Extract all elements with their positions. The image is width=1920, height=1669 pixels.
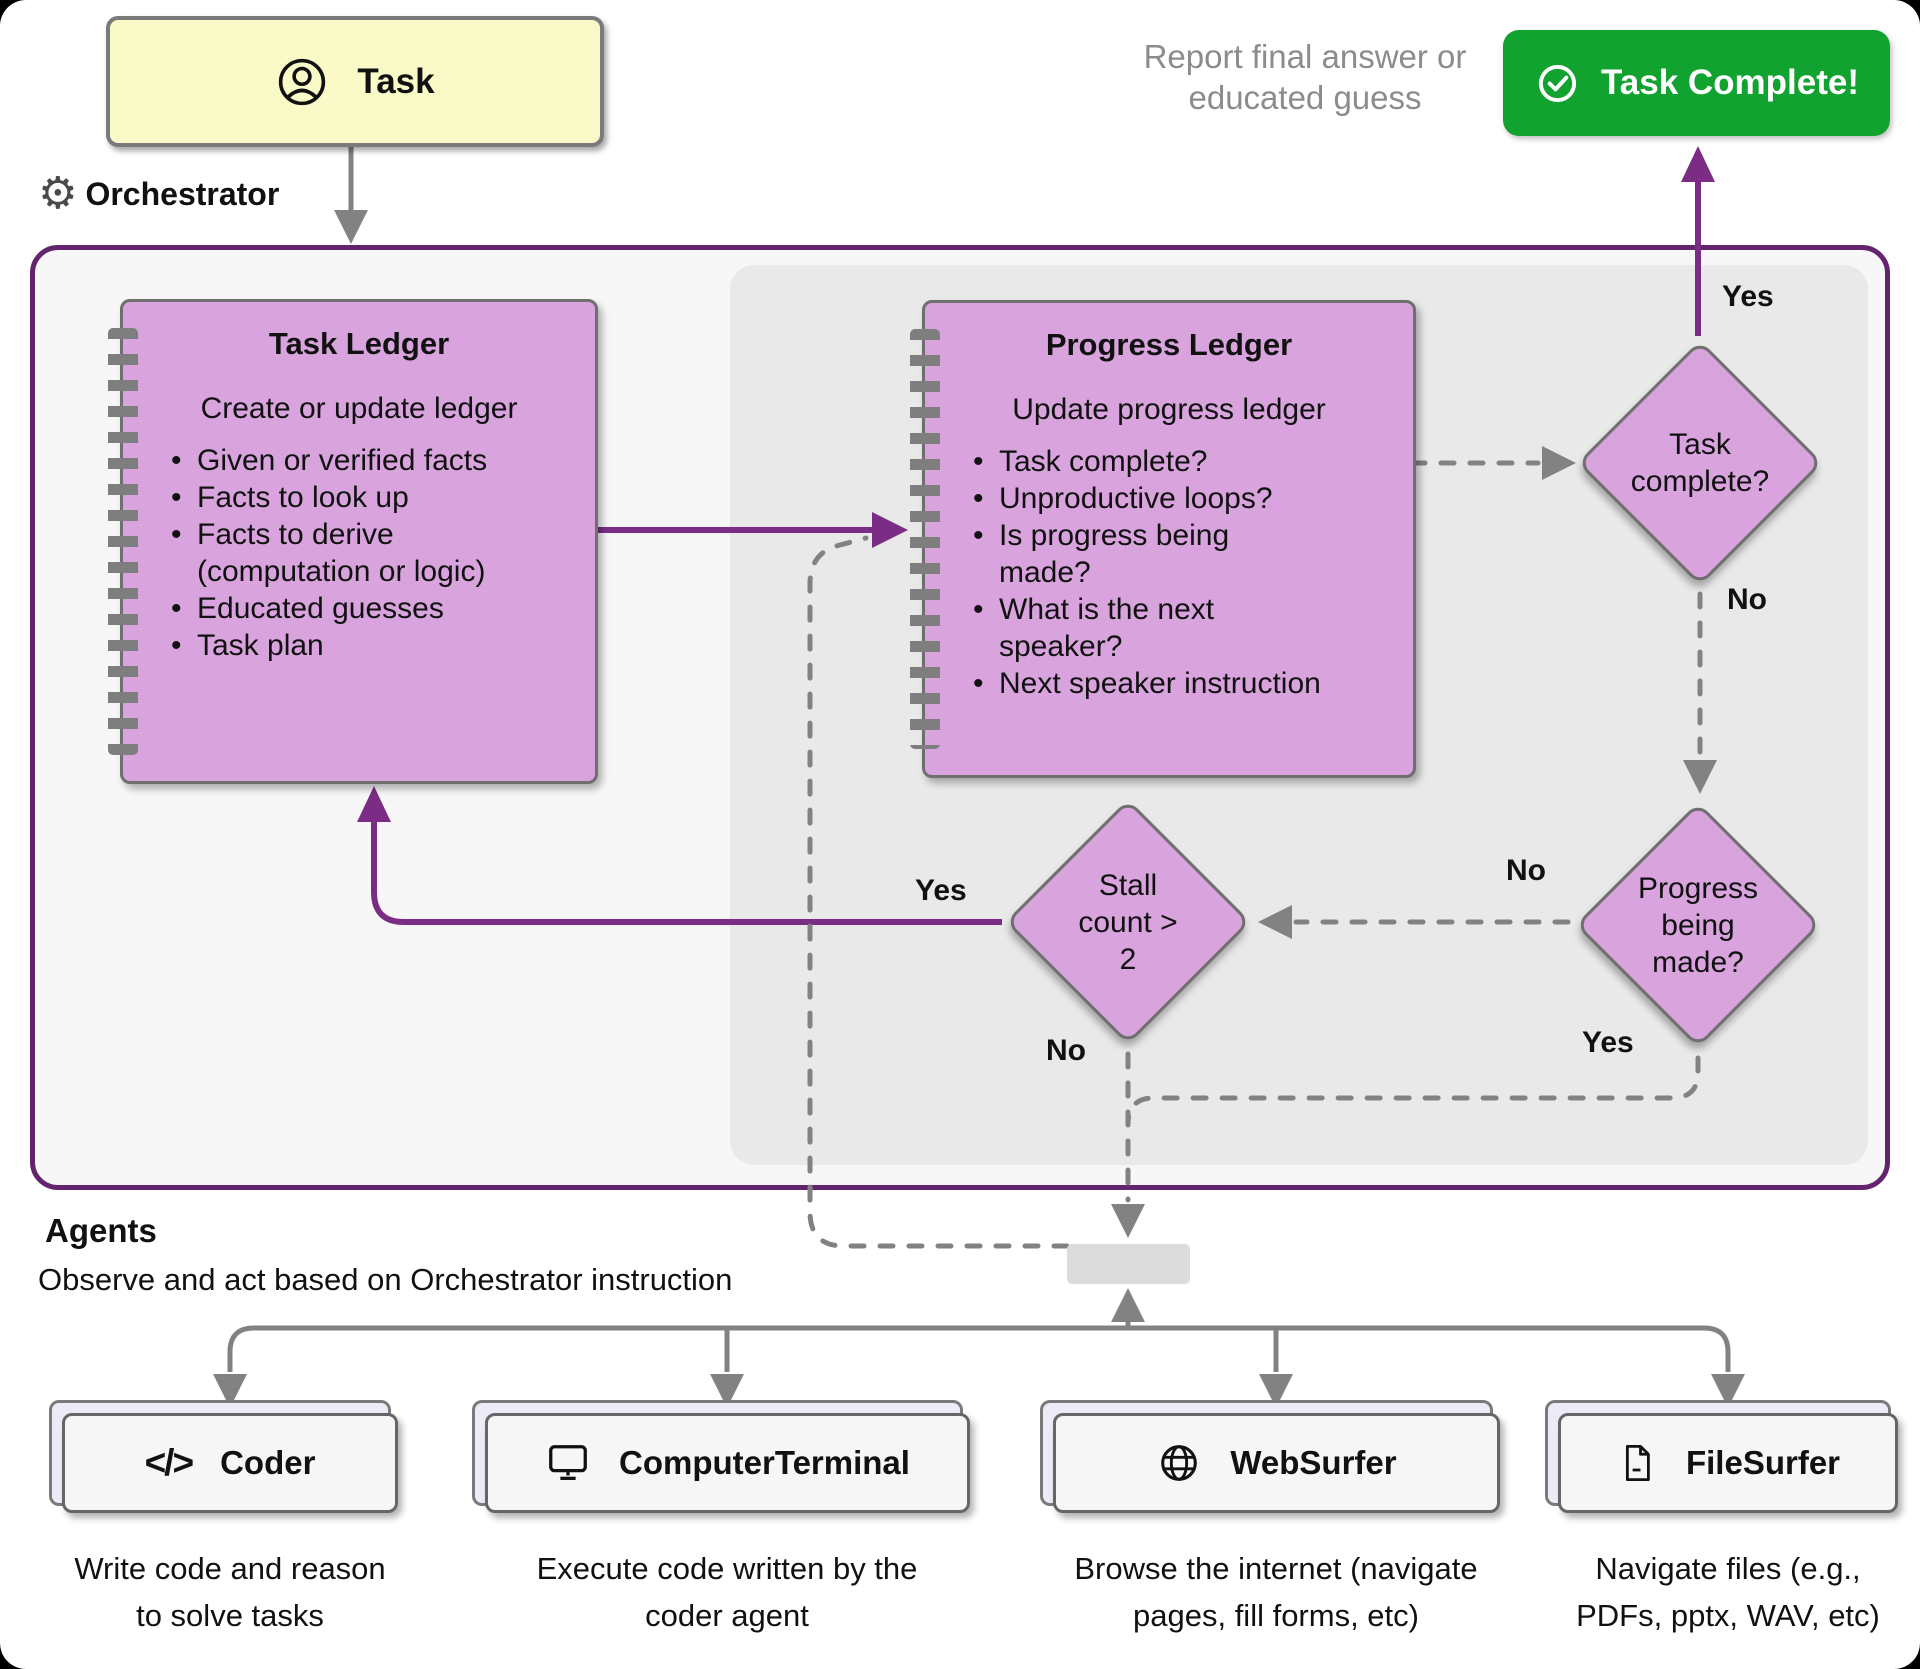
check-circle-icon (1534, 60, 1581, 107)
list-item: Next speaker instruction (967, 665, 1395, 702)
edge-label-no: No (1046, 1034, 1086, 1067)
agent-name: Coder (220, 1444, 316, 1481)
agents-subheading: Observe and act based on Orchestrator in… (38, 1262, 733, 1297)
list-item: Is progress being made? (967, 517, 1395, 591)
edge-label-yes: Yes (915, 874, 967, 907)
task-ledger: Task Ledger Create or update ledger Give… (108, 299, 598, 784)
orchestrator-label: Orchestrator (85, 175, 280, 212)
agent-call-junction (1067, 1244, 1190, 1284)
agent-caption-coder: Write code and reason to solve tasks (74, 1551, 386, 1633)
edge-label-yes: Yes (1582, 1026, 1634, 1059)
list-item: Educated guesses (165, 590, 577, 627)
code-icon: </> (144, 1442, 194, 1483)
decision-stall-count: Stall count > 2 (1004, 798, 1252, 1046)
agents-heading: Agents (45, 1212, 157, 1249)
edge-label-no: No (1727, 583, 1767, 616)
globe-icon (1156, 1440, 1202, 1486)
monitor-icon (545, 1440, 591, 1486)
task-label: Task (357, 61, 435, 101)
orchestrator-heading: ⚙ Orchestrator (38, 172, 279, 216)
edge-label-no: No (1506, 854, 1546, 887)
agent-card-coder: </> Coder (49, 1400, 398, 1513)
agent-caption-computerterminal: Execute code written by the coder agent (536, 1551, 918, 1633)
list-item: Given or verified facts (165, 442, 577, 479)
agent-card-computerterminal: ComputerTerminal (472, 1400, 970, 1513)
file-icon (1616, 1442, 1658, 1484)
spiral-binding-icon (108, 328, 138, 755)
task-complete-button[interactable]: Task Complete! (1503, 30, 1890, 136)
decision-task-complete-label: Task complete? (1630, 428, 1770, 498)
task-complete-label: Task Complete! (1600, 63, 1860, 102)
list-item: Unproductive loops? (967, 480, 1395, 517)
report-note: Report final answer or educated guess (1143, 38, 1467, 116)
agent-card-websurfer: WebSurfer (1040, 1400, 1500, 1513)
progress-ledger-list: Task complete? Unproductive loops? Is pr… (967, 443, 1395, 702)
agent-card-filesurfer: FileSurfer (1545, 1400, 1898, 1513)
task-node: Task (106, 16, 604, 147)
list-item: Task complete? (967, 443, 1395, 480)
agent-caption-websurfer: Browse the internet (navigate pages, fil… (1074, 1551, 1478, 1633)
agent-name: ComputerTerminal (619, 1444, 910, 1481)
decision-task-complete: Task complete? (1576, 339, 1824, 587)
gear-icon: ⚙ (38, 168, 78, 219)
progress-ledger-title: Progress Ledger (1045, 327, 1293, 362)
progress-ledger: Progress Ledger Update progress ledger T… (910, 300, 1416, 778)
task-ledger-list: Given or verified facts Facts to look up… (165, 442, 577, 664)
list-item: What is the next speaker? (967, 591, 1395, 665)
list-item: Facts to look up (165, 479, 577, 516)
user-icon (275, 55, 329, 109)
agent-name: WebSurfer (1230, 1444, 1397, 1481)
task-ledger-title: Task Ledger (268, 326, 450, 361)
decision-progress-being-made: Progress being made? (1574, 801, 1822, 1049)
agent-caption-filesurfer: Navigate files (e.g., PDFs, pptx, WAV, e… (1576, 1551, 1880, 1633)
list-item: Task plan (165, 627, 577, 664)
decision-progress-label: Progress being made? (1637, 871, 1759, 979)
agent-name: FileSurfer (1685, 1444, 1841, 1481)
spiral-binding-icon (910, 329, 940, 749)
edge-label-yes: Yes (1722, 280, 1774, 313)
list-item: Facts to derive (computation or logic) (165, 516, 577, 590)
progress-ledger-subtitle: Update progress ledger (1012, 393, 1326, 426)
decision-stall-label: Stall count > 2 (1078, 868, 1178, 976)
task-ledger-subtitle: Create or update ledger (200, 392, 518, 425)
